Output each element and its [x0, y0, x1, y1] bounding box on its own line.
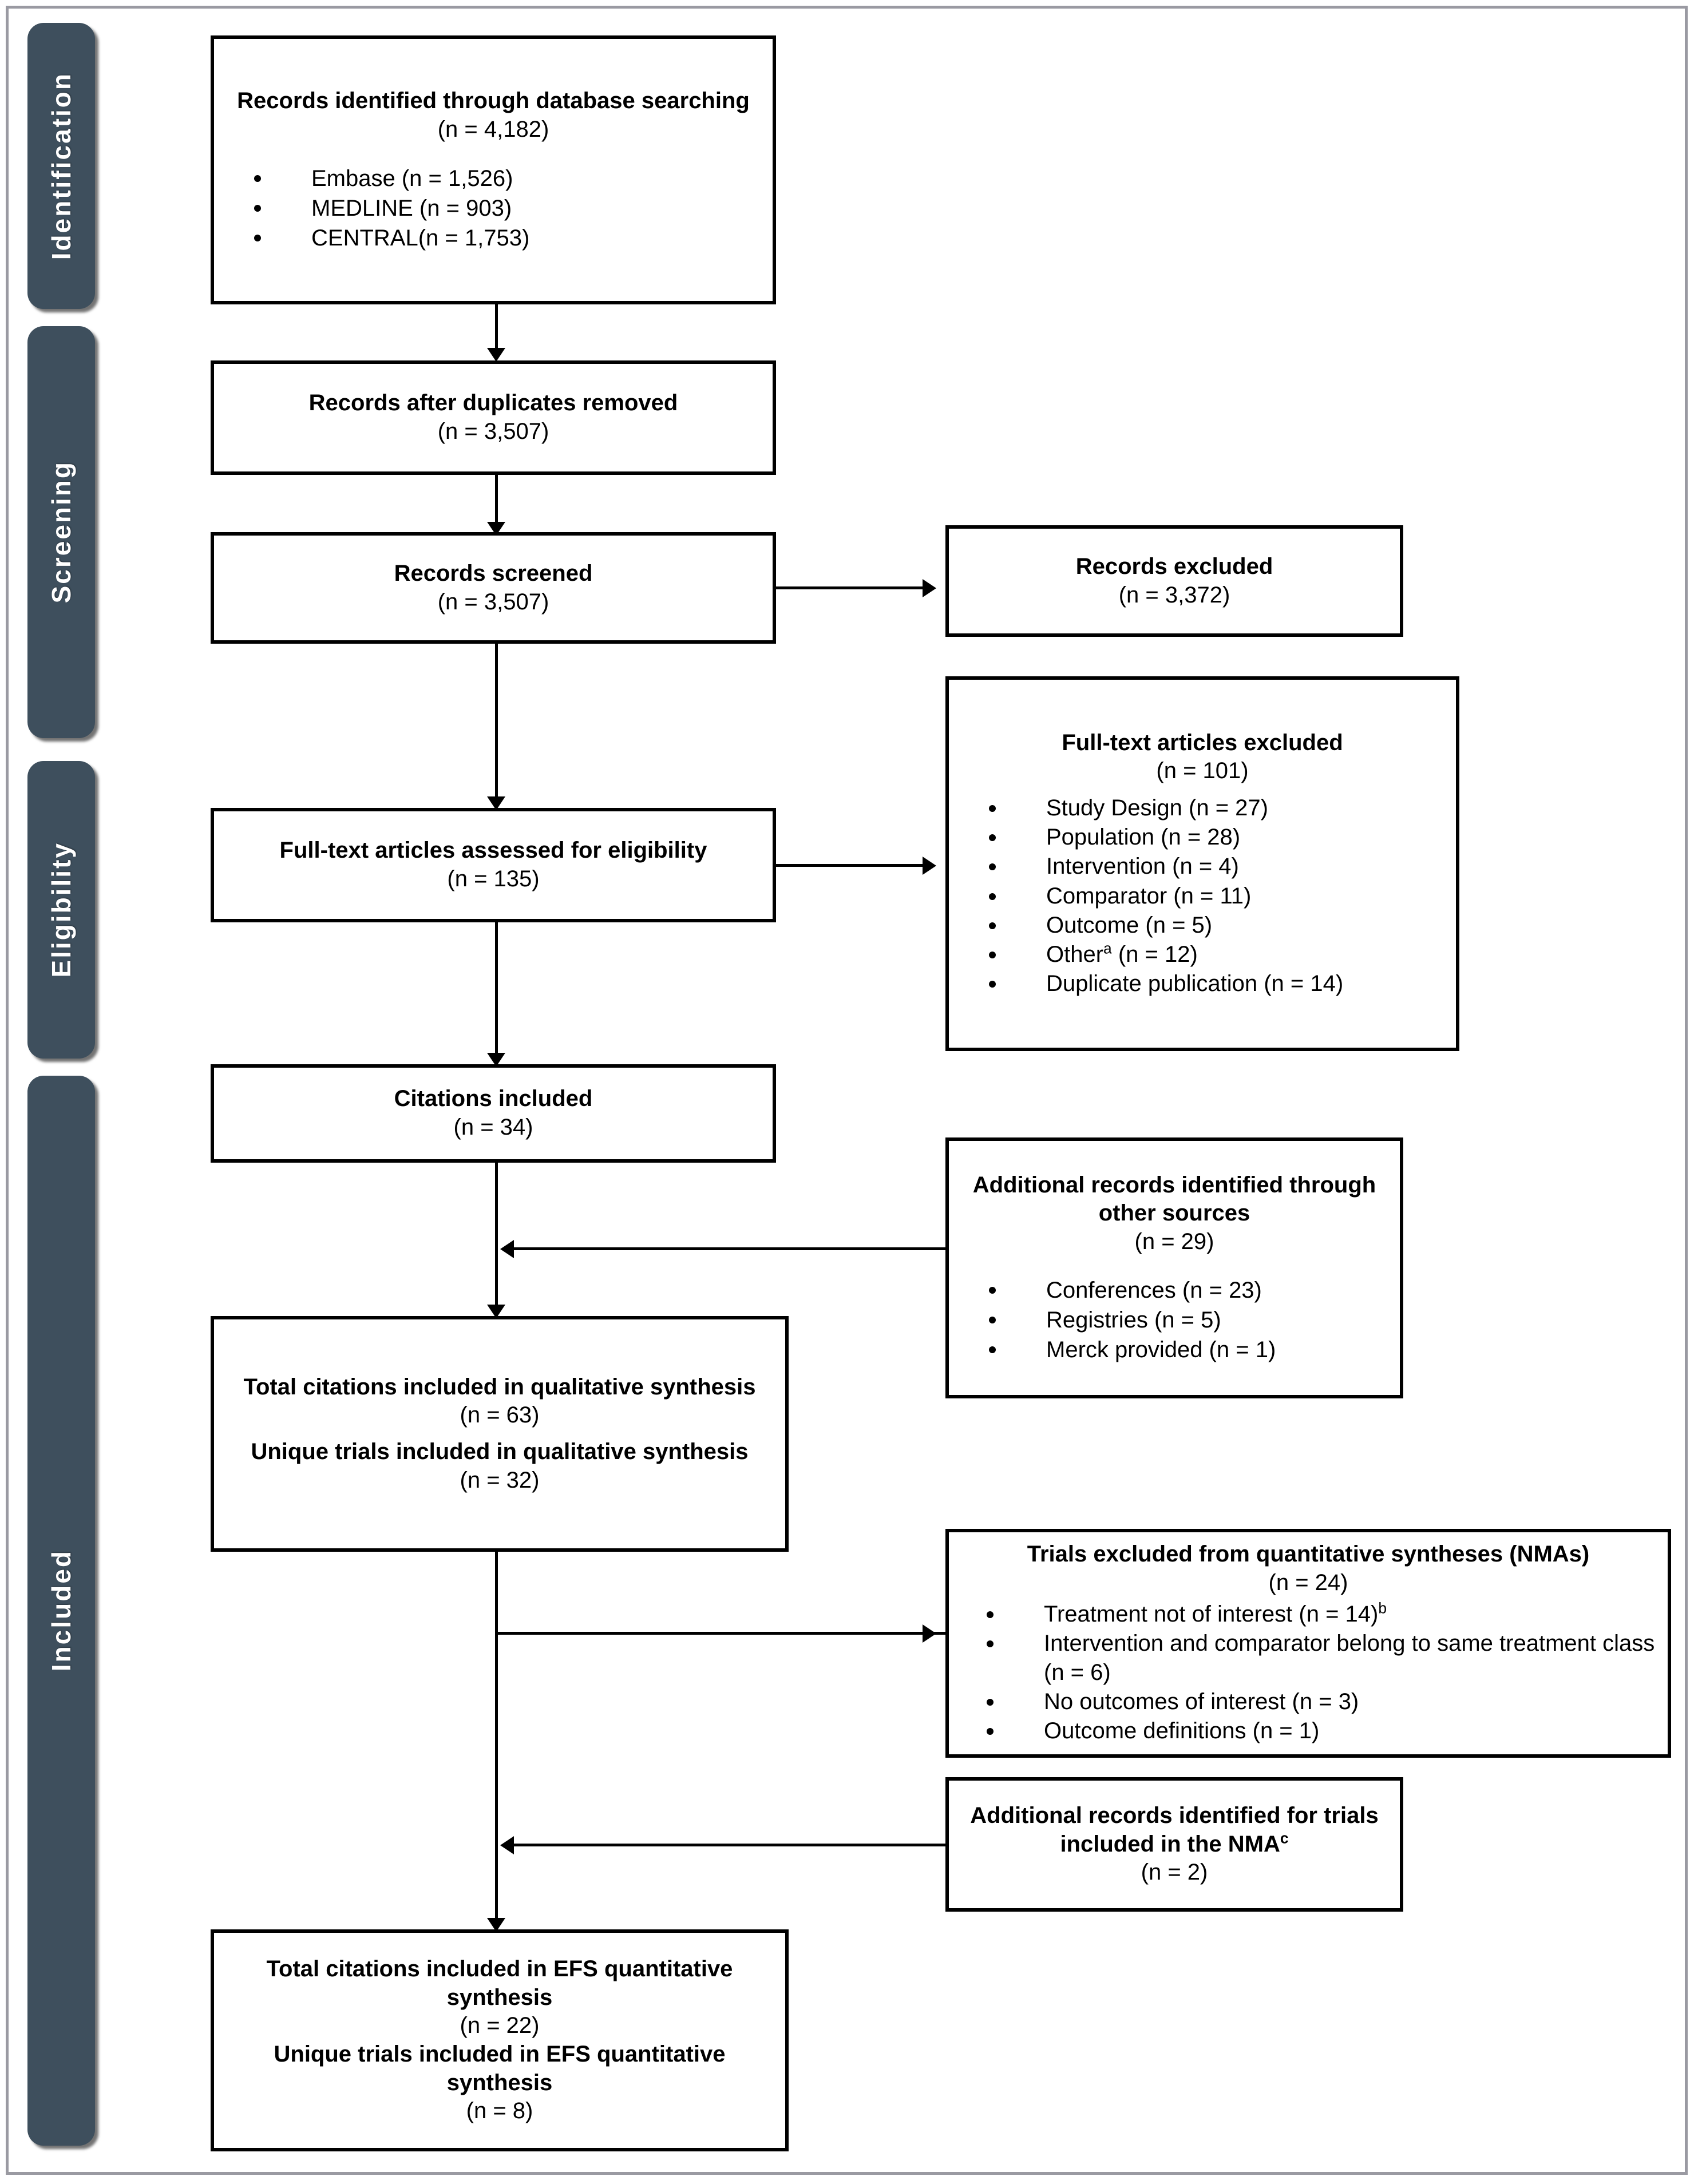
list-item: CENTRAL(n = 1,753) — [224, 223, 762, 253]
list-item: Population (n = 28) — [959, 823, 1446, 852]
records-screened-title: Records screened — [394, 560, 593, 586]
list-item: Outcome definitions (n = 1) — [957, 1717, 1660, 1746]
box-records-after-duplicates: Records after duplicates removed (n = 3,… — [211, 360, 776, 475]
box-records-excluded: Records excluded (n = 3,372) — [945, 525, 1403, 637]
connector-identified-to-duplicates — [495, 304, 498, 356]
box-trials-excluded-nma: Trials excluded from quantitative synthe… — [945, 1529, 1671, 1758]
fulltext-excluded-bullets: Study Design (n = 27) Population (n = 28… — [959, 794, 1446, 998]
stage-tab-screening-label: Screening — [46, 461, 76, 604]
efs-quantitative-count-2: (n = 8) — [466, 2098, 533, 2124]
list-item: Duplicate publication (n = 14) — [959, 969, 1446, 998]
records-excluded-title: Records excluded — [1075, 553, 1273, 579]
list-item-other: Othera (n = 12) — [959, 940, 1446, 969]
efs-quantitative-title-2: Unique trials included in EFS quantitati… — [274, 2042, 726, 2095]
records-identified-bullets: Embase (n = 1,526) MEDLINE (n = 903) CEN… — [224, 164, 762, 253]
connector-other-sources-to-spine — [514, 1247, 947, 1250]
qualitative-synthesis-count-1: (n = 63) — [460, 1402, 540, 1428]
arrowhead-left — [500, 1240, 514, 1258]
box-fulltext-assessed: Full-text articles assessed for eligibil… — [211, 808, 776, 922]
stage-tab-identification[interactable]: Identification — [27, 23, 95, 309]
connector-assessed-to-excluded — [776, 864, 926, 867]
list-item: Conferences (n = 23) — [959, 1275, 1390, 1305]
list-item: No outcomes of interest (n = 3) — [957, 1687, 1660, 1717]
connector-screened-to-fulltext — [495, 644, 498, 807]
records-screened-count: (n = 3,507) — [437, 589, 549, 615]
box-records-screened: Records screened (n = 3,507) — [211, 532, 776, 644]
fulltext-excluded-count: (n = 101) — [1156, 758, 1249, 784]
box-citations-included: Citations included (n = 34) — [211, 1064, 776, 1163]
additional-records-other-sources-title: Additional records identified through ot… — [972, 1172, 1376, 1226]
box-additional-records-nma: Additional records identified for trials… — [945, 1777, 1403, 1912]
footnote-marker-a: a — [1103, 940, 1112, 957]
stage-tab-eligibility[interactable]: Eligibility — [27, 761, 95, 1059]
box-additional-records-other-sources: Additional records identified through ot… — [945, 1137, 1403, 1398]
records-after-duplicates-title: Records after duplicates removed — [308, 390, 678, 416]
records-identified-title: Records identified through database sear… — [237, 88, 750, 114]
records-identified-count: (n = 4,182) — [437, 117, 549, 142]
stage-tab-identification-label: Identification — [46, 72, 76, 260]
fulltext-excluded-title: Full-text articles excluded — [1062, 730, 1343, 755]
trials-excluded-nma-bullets: Treatment not of interest (n = 14)b Inte… — [957, 1600, 1660, 1746]
fulltext-assessed-title: Full-text articles assessed for eligibil… — [279, 838, 707, 863]
list-item: Embase (n = 1,526) — [224, 164, 762, 193]
trials-excluded-nma-count: (n = 24) — [1268, 1570, 1348, 1596]
citations-included-title: Citations included — [394, 1086, 593, 1112]
connector-citations-to-qualitative — [495, 1163, 498, 1314]
records-excluded-count: (n = 3,372) — [1118, 582, 1230, 608]
additional-records-other-sources-count: (n = 29) — [1134, 1228, 1214, 1254]
citations-included-count: (n = 34) — [453, 1115, 533, 1140]
list-item: Intervention and comparator belong to sa… — [957, 1629, 1660, 1687]
arrowhead-down — [487, 348, 505, 362]
list-item-treatment: Treatment not of interest (n = 14)b — [957, 1600, 1660, 1629]
records-after-duplicates-count: (n = 3,507) — [437, 419, 549, 444]
list-item: MEDLINE (n = 903) — [224, 193, 762, 223]
additional-records-nma-title-text: Additional records identified for trials… — [970, 1803, 1379, 1857]
additional-records-nma-count: (n = 2) — [1141, 1860, 1208, 1885]
box-records-identified: Records identified through database sear… — [211, 35, 776, 304]
stage-tab-included-label: Included — [46, 1549, 76, 1672]
arrowhead-right — [923, 857, 936, 875]
additional-records-nma-title: Additional records identified for trials… — [959, 1802, 1390, 1858]
list-item-treatment-label: Treatment not of interest (n = 14) — [1044, 1601, 1379, 1627]
connector-screened-to-excluded — [776, 586, 926, 589]
footnote-marker-b: b — [1378, 1599, 1387, 1617]
list-item: Registries (n = 5) — [959, 1305, 1390, 1335]
connector-assessed-to-citations — [495, 922, 498, 1063]
efs-quantitative-count-1: (n = 22) — [460, 2013, 540, 2039]
qualitative-synthesis-count-2: (n = 32) — [460, 1467, 540, 1493]
efs-quantitative-title-1: Total citations included in EFS quantita… — [266, 1956, 733, 2010]
connector-nma-records-to-spine — [514, 1844, 947, 1846]
list-item-other-label: Other — [1046, 941, 1104, 967]
list-item: Intervention (n = 4) — [959, 852, 1446, 881]
trials-excluded-nma-title: Trials excluded from quantitative synthe… — [1027, 1541, 1590, 1567]
connector-duplicates-to-screened — [495, 475, 498, 531]
fulltext-assessed-count: (n = 135) — [447, 866, 540, 891]
connector-qualitative-to-efs — [495, 1552, 498, 1935]
qualitative-synthesis-title-2: Unique trials included in qualitative sy… — [251, 1439, 749, 1464]
arrowhead-right — [923, 1624, 936, 1643]
stage-tab-included[interactable]: Included — [27, 1076, 95, 2146]
stage-tab-eligibility-label: Eligibility — [46, 842, 76, 978]
qualitative-synthesis-title-1: Total citations included in qualitative … — [243, 1374, 756, 1400]
list-item-other-count: (n = 12) — [1111, 941, 1198, 967]
connector-spine-to-nma-excluded — [495, 1632, 947, 1635]
additional-records-other-sources-bullets: Conferences (n = 23) Registries (n = 5) … — [959, 1275, 1390, 1365]
box-efs-quantitative-synthesis: Total citations included in EFS quantita… — [211, 1929, 789, 2151]
arrowhead-right — [923, 579, 936, 597]
arrowhead-left — [500, 1836, 514, 1854]
list-item: Comparator (n = 11) — [959, 882, 1446, 911]
footnote-marker-c: c — [1280, 1829, 1289, 1847]
box-qualitative-synthesis: Total citations included in qualitative … — [211, 1316, 789, 1552]
list-item: Outcome (n = 5) — [959, 911, 1446, 940]
list-item: Merck provided (n = 1) — [959, 1335, 1390, 1365]
box-fulltext-excluded: Full-text articles excluded (n = 101) St… — [945, 676, 1459, 1051]
stage-tab-screening[interactable]: Screening — [27, 326, 95, 738]
list-item: Study Design (n = 27) — [959, 794, 1446, 823]
